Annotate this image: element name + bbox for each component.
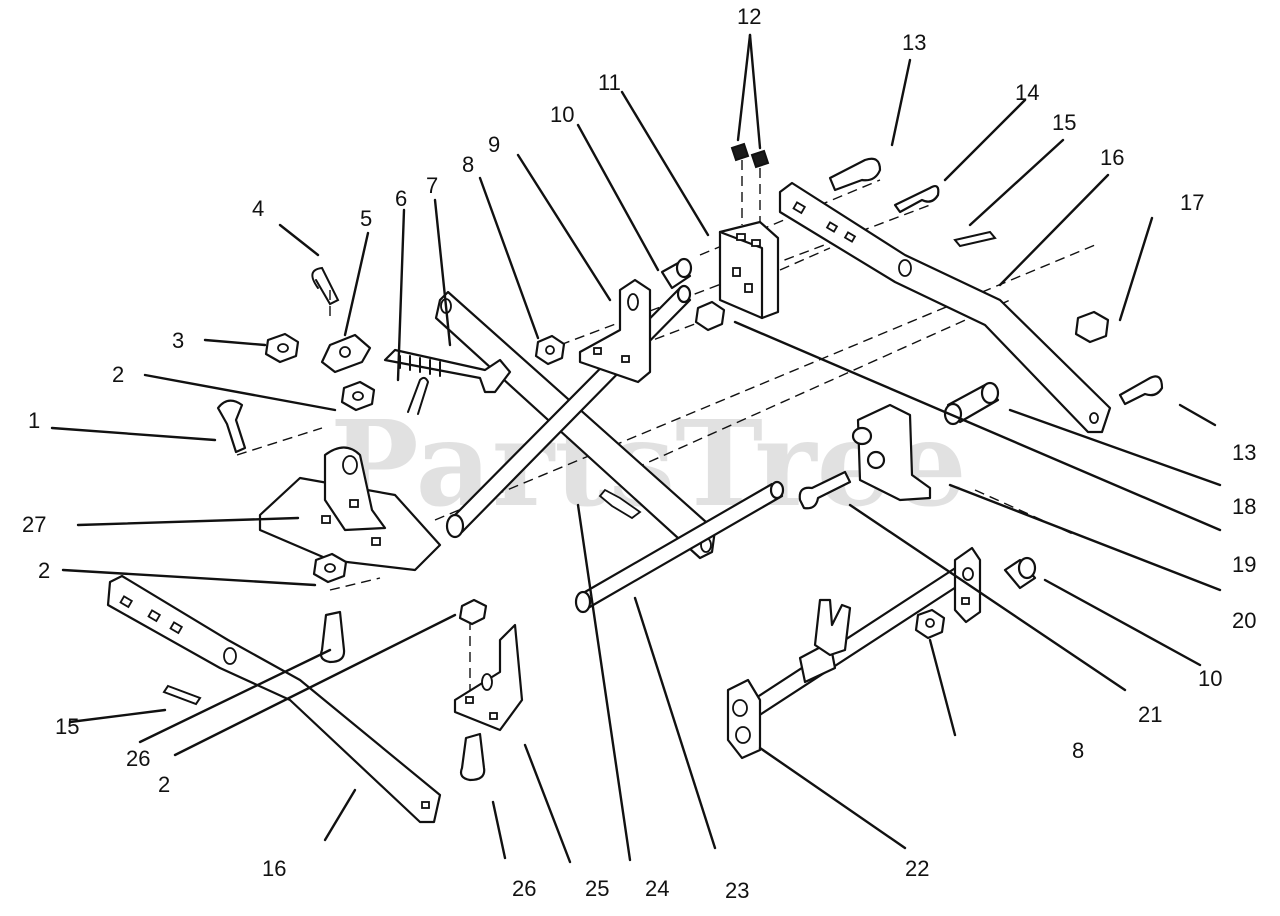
callout-2: 2 [38,558,50,583]
bolt-1 [216,399,247,454]
callout-24: 24 [645,876,669,901]
callout-labels: 1 2 2 2 3 4 5 6 7 8 8 9 10 10 11 12 13 1… [22,4,1256,903]
callout-20: 20 [1232,608,1256,633]
callout-15: 15 [1052,110,1076,135]
callout-15: 15 [55,714,79,739]
arm-16-upper [778,181,1112,434]
callout-7: 7 [426,173,438,198]
callout-10: 10 [550,102,574,127]
bolts [216,157,1164,782]
callout-27: 27 [22,512,46,537]
callout-12: 12 [737,4,761,29]
bolt-26b [459,732,486,782]
callout-16: 16 [262,856,286,881]
callout-17: 17 [1180,190,1204,215]
bolt-26a [319,610,346,664]
nut-19 [694,300,726,332]
rod-22 [726,546,982,760]
callout-18: 18 [1232,494,1256,519]
callout-2: 2 [112,362,124,387]
bracket-9 [578,278,652,384]
spacer-18 [943,381,1000,426]
callout-8: 8 [462,152,474,177]
arm-16-lower [106,574,442,824]
crossbar-24 [434,290,717,560]
bolt-13b [1118,375,1164,406]
pin-15-lower [162,684,202,706]
callout-26: 26 [126,746,150,771]
bracket-25 [453,623,524,732]
leader-lines [50,33,1222,864]
callout-16: 16 [1100,145,1124,170]
callout-8: 8 [1072,738,1084,763]
callout-10: 10 [1198,666,1222,691]
callout-11: 11 [598,70,621,95]
swivel-5 [320,333,372,374]
spacer-10-upper [660,257,693,290]
callout-13: 13 [1232,440,1256,465]
callout-23: 23 [725,878,749,903]
bracket-20 [851,403,932,502]
screws-12 [730,142,770,169]
callout-2: 2 [158,772,170,797]
shaft-23 [574,480,785,614]
callout-13: 13 [902,30,926,55]
bolt-13a [828,157,882,192]
bolt-14 [893,185,940,214]
bolt-21 [798,470,852,510]
callout-1: 1 [28,408,40,433]
callout-9: 9 [488,132,500,157]
plate-27 [258,446,442,572]
callout-19: 19 [1232,552,1256,577]
bracket-11 [718,220,780,320]
hairpin-4 [311,266,340,306]
callout-26: 26 [512,876,536,901]
cotter-pin-6 [407,376,430,415]
callout-6: 6 [395,186,407,211]
callout-21: 21 [1138,702,1162,727]
callout-25: 25 [585,876,609,901]
callout-22: 22 [905,856,929,881]
callout-4: 4 [252,196,264,221]
nut-2c [458,598,488,626]
nut-17 [1074,310,1110,344]
spacer-10-lower [1003,556,1037,590]
nuts [264,300,1110,640]
rod-7 [383,348,512,394]
callout-14: 14 [1015,80,1039,105]
callout-3: 3 [172,328,184,353]
callout-5: 5 [360,206,372,231]
pin-15-upper [953,230,997,248]
